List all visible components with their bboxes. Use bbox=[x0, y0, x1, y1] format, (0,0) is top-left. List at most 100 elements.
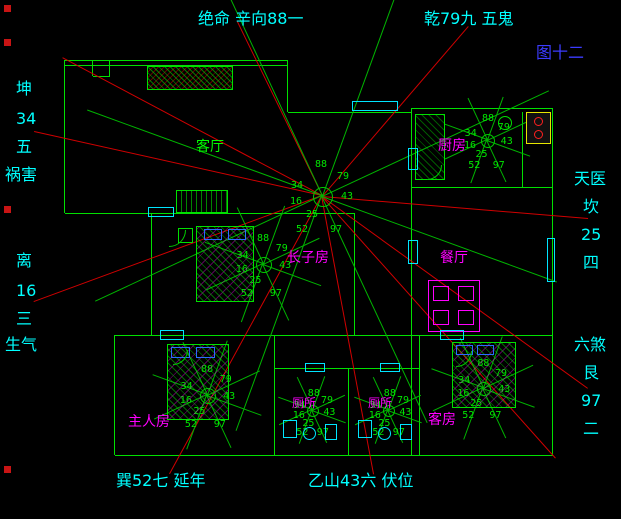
stove-burner bbox=[534, 117, 543, 126]
star-number: 16 bbox=[290, 196, 303, 207]
star-center-circle bbox=[256, 257, 272, 273]
toilet bbox=[358, 420, 372, 438]
wall-line bbox=[115, 455, 553, 456]
star-number: 25 bbox=[302, 417, 315, 429]
door-swing-arc bbox=[169, 230, 186, 247]
star-ray-line bbox=[321, 196, 557, 283]
star-number: 16 bbox=[463, 140, 476, 151]
star-number: 88 bbox=[481, 113, 494, 125]
wall-line bbox=[65, 60, 288, 61]
right-label-25: 25 bbox=[581, 225, 602, 244]
star-number: 43 bbox=[279, 259, 292, 271]
star-number: 97 bbox=[492, 160, 505, 172]
wall-line bbox=[348, 368, 349, 455]
star-number: 97 bbox=[330, 224, 343, 235]
star-number: 52 bbox=[462, 410, 475, 422]
wall-line bbox=[93, 76, 110, 77]
left-label-san: 三 bbox=[16, 309, 33, 328]
star-center-circle bbox=[383, 405, 395, 417]
pillow bbox=[204, 229, 222, 240]
star-number: 97 bbox=[392, 426, 405, 438]
room-label-bath1: 厕所 bbox=[292, 396, 317, 410]
right-label-si: 四 bbox=[583, 253, 600, 272]
figure-title: 图十二 bbox=[536, 43, 585, 62]
star-number: 97 bbox=[269, 287, 282, 299]
door-block bbox=[148, 207, 174, 217]
door-block bbox=[440, 330, 464, 340]
star-center-circle bbox=[481, 134, 495, 148]
star-number: 88 bbox=[307, 387, 320, 399]
star-center-circle bbox=[307, 405, 319, 417]
star-number: 79 bbox=[321, 395, 334, 406]
left-label-34: 34 bbox=[16, 109, 37, 128]
window-block bbox=[352, 101, 398, 111]
toilet bbox=[283, 420, 297, 438]
dining-chair bbox=[458, 286, 474, 301]
room-label-dining: 餐厅 bbox=[440, 250, 468, 266]
wall-line bbox=[274, 335, 275, 455]
wall-line bbox=[115, 335, 553, 336]
left-label-kun: 坤 bbox=[16, 79, 33, 98]
sofa bbox=[147, 66, 233, 90]
wall-line bbox=[65, 213, 355, 214]
pillow bbox=[196, 347, 215, 358]
door-block bbox=[408, 240, 418, 264]
star-number: 79 bbox=[397, 395, 410, 406]
wash-basin bbox=[378, 427, 391, 440]
room-label-guest: 客房 bbox=[428, 412, 456, 428]
star-number: 34 bbox=[464, 128, 477, 140]
star-number: 97 bbox=[213, 418, 226, 430]
star-number: 43 bbox=[323, 407, 336, 418]
star-number: 88 bbox=[383, 387, 396, 399]
room-label-living: 客厅 bbox=[196, 139, 224, 155]
star-number: 88 bbox=[315, 159, 328, 170]
guest-bed bbox=[452, 342, 516, 408]
room-label-bath2: 厕所 bbox=[368, 396, 393, 410]
star-number: 16 bbox=[368, 410, 381, 421]
wall-line bbox=[65, 65, 288, 66]
red-direction-line bbox=[34, 131, 323, 196]
star-number: 43 bbox=[500, 136, 513, 148]
washer bbox=[325, 424, 337, 440]
wall-line bbox=[288, 112, 412, 113]
star-number: 52 bbox=[296, 426, 309, 438]
grip-marker bbox=[4, 39, 11, 46]
door-block bbox=[160, 330, 184, 340]
star-number: 25 bbox=[378, 417, 391, 429]
star-number: 52 bbox=[296, 224, 309, 235]
wall-line bbox=[114, 335, 115, 455]
wall-line bbox=[287, 60, 288, 112]
kitchen-sink bbox=[498, 116, 512, 130]
dining-chair bbox=[433, 310, 449, 325]
right-label-tianyi: 天医 bbox=[574, 169, 607, 188]
star-center-circle bbox=[313, 187, 333, 207]
left-label-li: 离 bbox=[16, 251, 33, 270]
direction-label-xun: 巽52七 延年 bbox=[116, 471, 206, 490]
star-number: 43 bbox=[223, 390, 236, 402]
pillow bbox=[477, 345, 494, 355]
dining-table bbox=[428, 280, 480, 332]
door-block bbox=[408, 148, 418, 170]
wall-line bbox=[412, 108, 553, 109]
pillow bbox=[228, 229, 246, 240]
room-label-master: 主人房 bbox=[128, 414, 170, 430]
left-label-shengqi: 生气 bbox=[5, 335, 38, 354]
star-number: 43 bbox=[399, 407, 412, 418]
window-block bbox=[547, 238, 555, 282]
star-number: 16 bbox=[292, 410, 305, 421]
right-label-liusha: 六煞 bbox=[574, 335, 607, 354]
stove-burner bbox=[534, 130, 543, 139]
star-number: 97 bbox=[316, 426, 329, 438]
direction-label-yishan: 乙山43六 伏位 bbox=[308, 471, 414, 490]
direction-label-qian: 乾79九 五鬼 bbox=[424, 9, 514, 28]
red-direction-line bbox=[321, 196, 588, 219]
grip-marker bbox=[4, 5, 11, 12]
grip-marker bbox=[4, 466, 11, 473]
room-label-eldest-son: 长子房 bbox=[287, 250, 329, 266]
tv-cabinet bbox=[176, 190, 228, 213]
star-number: 88 bbox=[257, 232, 270, 244]
star-number: 97 bbox=[489, 410, 502, 422]
wall-line bbox=[109, 60, 110, 76]
door-block bbox=[305, 363, 325, 372]
